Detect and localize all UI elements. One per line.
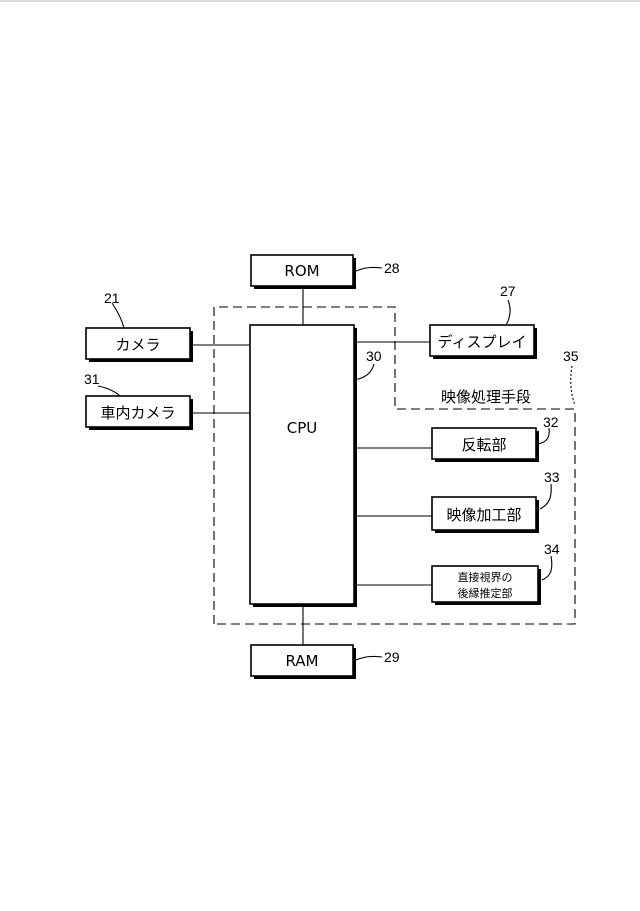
ram-block: RAM <box>250 644 356 679</box>
inversion-unit-label: 反転部 <box>461 436 506 454</box>
leader-30 <box>353 363 375 381</box>
ref-32: 32 <box>543 414 559 430</box>
reference-numerals: 28 29 30 21 31 27 32 33 34 35 <box>84 260 579 665</box>
leader-32 <box>537 427 550 445</box>
connection-lines <box>193 288 432 645</box>
display-label: ディスプレイ <box>438 333 527 351</box>
leader-27 <box>505 299 511 326</box>
image-processing-unit-label: 映像加工部 <box>446 506 521 524</box>
ref-28: 28 <box>384 260 400 276</box>
in-car-camera-label: 車内カメラ <box>100 404 175 422</box>
leader-35 <box>570 365 576 406</box>
rom-block: ROM <box>250 254 356 289</box>
video-processing-means-label: 映像処理手段 <box>441 388 531 406</box>
ref-33: 33 <box>544 469 560 485</box>
ref-34: 34 <box>544 541 560 557</box>
video-processing-means-boundary <box>213 306 576 625</box>
ref-29: 29 <box>384 649 400 665</box>
rear-edge-estimator-label-line1: 直接視界の <box>458 570 513 584</box>
ref-21: 21 <box>104 290 120 306</box>
ram-label: RAM <box>285 652 318 670</box>
cpu-label: CPU <box>287 419 318 437</box>
camera-label: カメラ <box>115 336 160 354</box>
ref-30: 30 <box>366 348 382 364</box>
rear-edge-estimator-block: 直接視界の 後縁推定部 <box>431 565 541 605</box>
ref-35: 35 <box>563 348 579 364</box>
inversion-unit-block: 反転部 <box>431 427 539 462</box>
leader-33 <box>539 483 552 510</box>
in-car-camera-block: 車内カメラ <box>85 395 193 430</box>
ref-31: 31 <box>84 371 100 387</box>
rom-label: ROM <box>284 262 319 280</box>
leader-21 <box>111 302 125 329</box>
image-processing-unit-block: 映像加工部 <box>431 496 539 533</box>
rear-edge-estimator-label-line2: 後縁推定部 <box>458 586 513 600</box>
camera-block: カメラ <box>85 327 193 362</box>
leader-34 <box>541 555 553 581</box>
leader-lines <box>97 266 576 661</box>
display-block: ディスプレイ <box>429 324 537 359</box>
cpu-block: CPU <box>249 324 357 607</box>
leader-28 <box>355 266 383 272</box>
leader-31 <box>97 385 121 397</box>
ref-27: 27 <box>500 283 516 299</box>
leader-29 <box>355 655 383 661</box>
